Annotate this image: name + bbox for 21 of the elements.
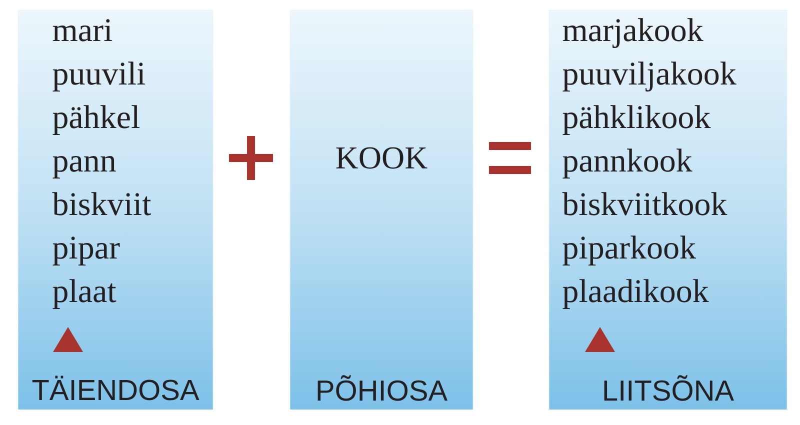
column-band [290, 10, 474, 410]
word-label: mari [52, 19, 112, 42]
word-label: biskviitkook [562, 192, 728, 216]
word-label: KOOK [336, 147, 428, 169]
word-label: puuviljakook [562, 62, 736, 92]
word-label: pipar [52, 236, 120, 266]
word-label: plaat [52, 279, 116, 310]
column-band [548, 10, 788, 410]
word-label: pähklikook [562, 105, 711, 136]
word-label: plaadikook [562, 279, 709, 310]
word-label: piparkook [562, 236, 696, 266]
column-heading: PÕHIOSA [318, 375, 448, 401]
column-heading: TÄIENDOSA [32, 376, 200, 400]
column-band [18, 10, 214, 410]
word-label: biskviit [52, 192, 152, 216]
column-heading: LIITSÕNA [604, 375, 734, 401]
word-label: pann [52, 156, 116, 179]
word-label: puuvili [52, 62, 146, 92]
word-label: marjakook [562, 18, 704, 48]
word-label: pähkel [52, 105, 140, 136]
word-label: pannkook [562, 148, 692, 179]
